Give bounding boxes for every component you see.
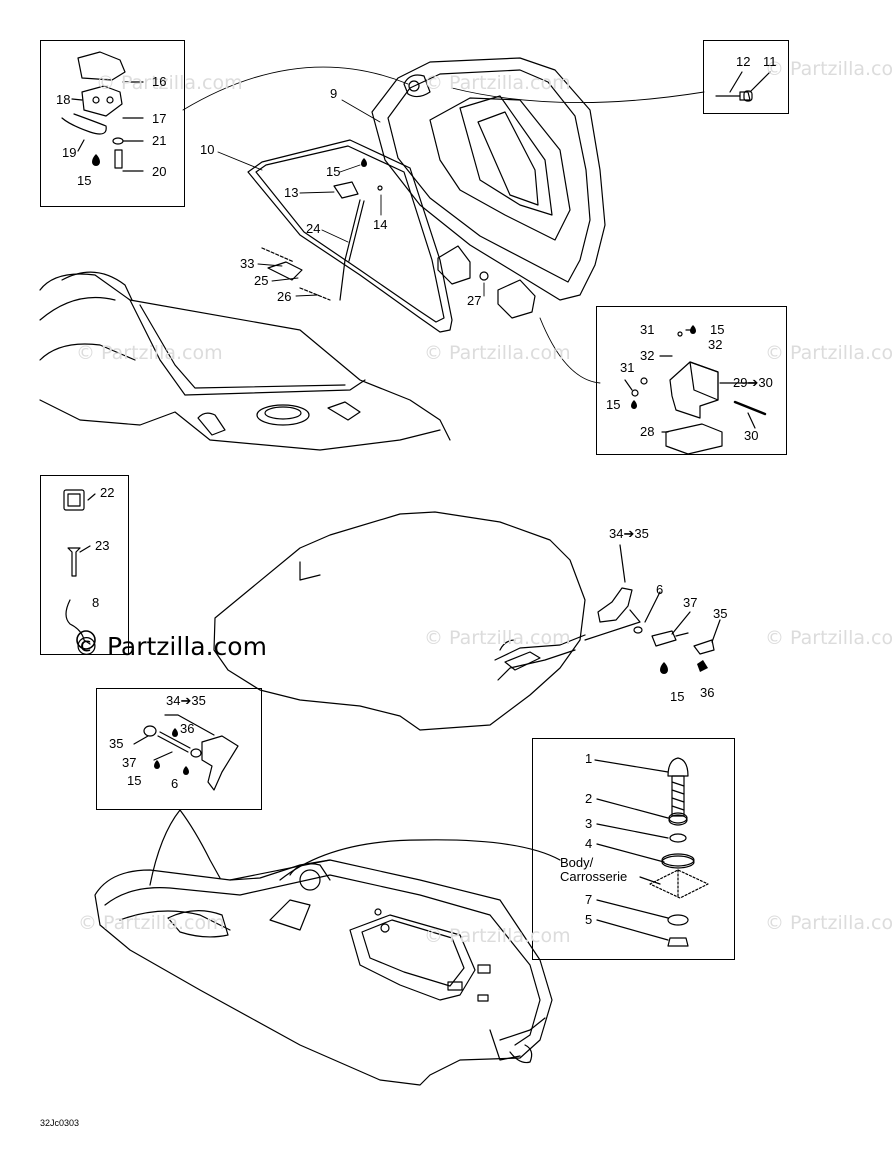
hull-top-view — [39, 271, 451, 451]
callout-11: 11 — [763, 54, 777, 69]
callout-31: 31 — [620, 360, 635, 375]
carrosserie-label: Carrosserie — [560, 869, 628, 884]
fastener-inset-parts — [63, 489, 96, 650]
latch-inset-frame — [40, 40, 185, 207]
watermark: © Partzilla.com — [424, 925, 571, 947]
watermark: © Partzilla.com — [765, 627, 892, 649]
plug-inset-frame — [703, 40, 789, 114]
callout-15: 15 — [670, 689, 685, 704]
watermark: © Partzilla.com — [765, 58, 892, 80]
partzilla-brand: © Partzilla.com — [74, 632, 267, 661]
lid-gasket — [247, 139, 453, 333]
diagram-code: 32Jc0303 — [40, 1118, 80, 1128]
callout-37: 37 — [122, 755, 137, 770]
callout-36: 36 — [700, 685, 715, 700]
callout-34-35: 34➔35 — [609, 526, 649, 541]
body-label: Body/ — [560, 855, 594, 870]
callout-6: 6 — [171, 776, 179, 791]
callout-13: 13 — [284, 185, 299, 200]
callout-35: 35 — [713, 606, 728, 621]
hinge-inset-parts — [624, 329, 767, 455]
watermark: © Partzilla.com — [78, 912, 225, 934]
callout-19: 19 — [62, 145, 77, 160]
callout-15: 15 — [710, 322, 725, 337]
storage-lid — [371, 57, 606, 301]
callout-30: 30 — [744, 428, 759, 443]
seat-latch-inset-parts — [133, 714, 239, 791]
callout-14: 14 — [373, 217, 388, 232]
callout-10: 10 — [200, 142, 215, 157]
callout-21: 21 — [152, 133, 167, 148]
lubricant-drop-icons — [92, 154, 708, 775]
callout-9: 9 — [330, 86, 338, 101]
latch-inset-parts — [61, 51, 144, 172]
callout-34-35: 34➔35 — [166, 693, 206, 708]
callout-29-30: 29➔30 — [733, 375, 773, 390]
watermark: © Partzilla.com — [424, 342, 571, 364]
callout-23: 23 — [95, 538, 110, 553]
callout-31: 31 — [640, 322, 655, 337]
watermark: © Partzilla.com — [765, 342, 892, 364]
callout-32: 32 — [708, 337, 723, 352]
watermark: © Partzilla.com — [424, 72, 571, 94]
callout-15: 15 — [326, 164, 341, 179]
leaders-top — [182, 66, 705, 384]
callout-25: 25 — [254, 273, 269, 288]
callout-18: 18 — [56, 92, 71, 107]
callout-28: 28 — [640, 424, 655, 439]
callout-20: 20 — [152, 164, 167, 179]
callout-3: 3 — [585, 816, 593, 831]
callout-6: 6 — [656, 582, 664, 597]
callout-15: 15 — [127, 773, 142, 788]
bumper-inset-parts — [594, 757, 709, 947]
boat-hull — [94, 809, 561, 1086]
callout-33: 33 — [240, 256, 255, 271]
callout-24: 24 — [306, 221, 321, 236]
callout-1: 1 — [585, 751, 593, 766]
callout-22: 22 — [100, 485, 115, 500]
callout-7: 7 — [585, 892, 593, 907]
callout-37: 37 — [683, 595, 698, 610]
callout-15: 15 — [606, 397, 621, 412]
callout-17: 17 — [152, 111, 167, 126]
callout-5: 5 — [585, 912, 593, 927]
callout-12: 12 — [736, 54, 751, 69]
callout-32: 32 — [640, 348, 655, 363]
seat-cushion — [213, 511, 641, 731]
gas-spring — [333, 181, 383, 301]
lid-hinges — [437, 245, 536, 319]
latch-pieces — [261, 247, 331, 301]
callout-8: 8 — [92, 595, 100, 610]
seat-latch-hardware — [597, 544, 721, 655]
callout-2: 2 — [585, 791, 593, 806]
callout-27: 27 — [467, 293, 482, 308]
watermark: © Partzilla.com — [765, 912, 892, 934]
fastener-inset-frame — [40, 475, 129, 655]
callout-16: 16 — [152, 74, 167, 89]
watermark: © Partzilla.com — [96, 72, 243, 94]
bumper-inset-frame — [532, 738, 735, 960]
callout-15: 15 — [77, 173, 92, 188]
hinge-inset-frame — [596, 306, 787, 455]
callout-36: 36 — [180, 721, 195, 736]
callout-35: 35 — [109, 736, 124, 751]
plug-inset-parts — [715, 71, 771, 102]
watermark: © Partzilla.com — [76, 342, 223, 364]
watermark: © Partzilla.com — [424, 627, 571, 649]
callout-26: 26 — [277, 289, 292, 304]
callout-4: 4 — [585, 836, 593, 851]
seat-latch-inset-frame — [96, 688, 262, 810]
